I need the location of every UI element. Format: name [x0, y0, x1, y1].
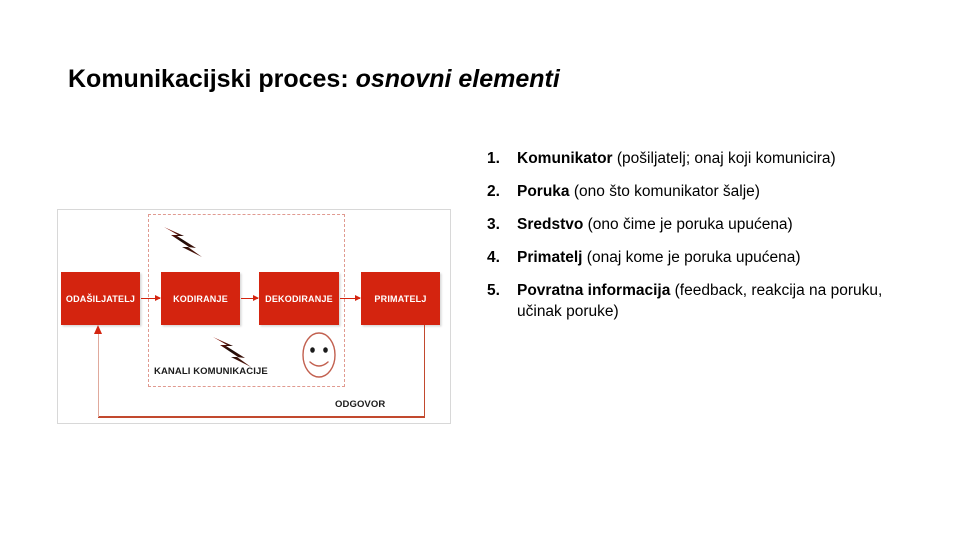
list-item-lead: Komunikator	[517, 150, 613, 167]
list-item-number: 3.	[487, 216, 500, 233]
list-item: 4. Primatelj (onaj kome je poruka upućen…	[487, 247, 887, 268]
list-item-rest: (ono što komunikator šalje)	[569, 183, 760, 200]
page-title-main: Komunikacijski proces:	[68, 65, 349, 93]
list-item-text: Sredstvo (ono čime je poruka upućena)	[517, 214, 887, 235]
list-item-rest: (onaj kome je poruka upućena)	[582, 249, 801, 266]
smiley-face-icon	[302, 332, 336, 378]
diagram-caption-response: ODGOVOR	[335, 399, 386, 410]
diagram-box-encoding: KODIRANJE	[161, 272, 240, 325]
flow-arrow-icon	[340, 295, 361, 301]
list-item-number: 4.	[487, 249, 500, 266]
lightning-bolt-icon	[213, 337, 251, 367]
list-item: 2. Poruka (ono što komunikator šalje)	[487, 181, 887, 202]
list-item: 5. Povratna informacija (feedback, reakc…	[487, 280, 887, 322]
list-item: 3. Sredstvo (ono čime je poruka upućena)	[487, 214, 887, 235]
list-item-rest: (pošiljatelj; onaj koji komunicira)	[612, 150, 836, 167]
list-item-lead: Sredstvo	[517, 216, 584, 233]
flow-arrow-icon	[241, 295, 259, 301]
diagram-box-sender: ODAŠILJATELJ	[61, 272, 140, 325]
diagram-box-receiver: PRIMATELJ	[361, 272, 440, 325]
page-title: Komunikacijski proces: osnovni elementi	[68, 64, 560, 94]
page-title-emphasis: osnovni elementi	[355, 65, 560, 93]
lightning-bolt-icon	[164, 227, 202, 257]
list-item-text: Povratna informacija (feedback, reakcija…	[517, 280, 887, 322]
feedback-line-vertical-left	[98, 332, 99, 417]
list-item-rest: (feedback, reakcija na poruku, učinak po…	[517, 282, 883, 320]
list-item-text: Komunikator (pošiljatelj; onaj koji komu…	[517, 148, 887, 169]
list-item-rest: (ono čime je poruka upućena)	[583, 216, 793, 233]
list-item-number: 1.	[487, 150, 500, 167]
feedback-arrow-icon	[94, 325, 102, 334]
list-item-lead: Poruka	[517, 183, 570, 200]
list-item: 1. Komunikator (pošiljatelj; onaj koji k…	[487, 148, 887, 169]
feedback-line-vertical-right	[424, 325, 425, 417]
list-item-lead: Povratna informacija	[517, 282, 671, 299]
list-item-number: 5.	[487, 282, 500, 299]
list-item-text: Primatelj (onaj kome je poruka upućena)	[517, 247, 887, 268]
communication-process-diagram: ODAŠILJATELJ KODIRANJE DEKODIRANJE PRIMA…	[57, 209, 451, 424]
list-item-text: Poruka (ono što komunikator šalje)	[517, 181, 887, 202]
flow-arrow-icon	[141, 295, 161, 301]
list-item-number: 2.	[487, 183, 500, 200]
diagram-box-decoding: DEKODIRANJE	[259, 272, 339, 325]
list-item-lead: Primatelj	[517, 249, 583, 266]
communication-elements-list: 1. Komunikator (pošiljatelj; onaj koji k…	[487, 148, 887, 334]
feedback-line-horizontal	[98, 416, 425, 418]
diagram-caption-channels: KANALI KOMUNIKACIJE	[154, 366, 268, 377]
communication-channels-region	[148, 214, 345, 387]
